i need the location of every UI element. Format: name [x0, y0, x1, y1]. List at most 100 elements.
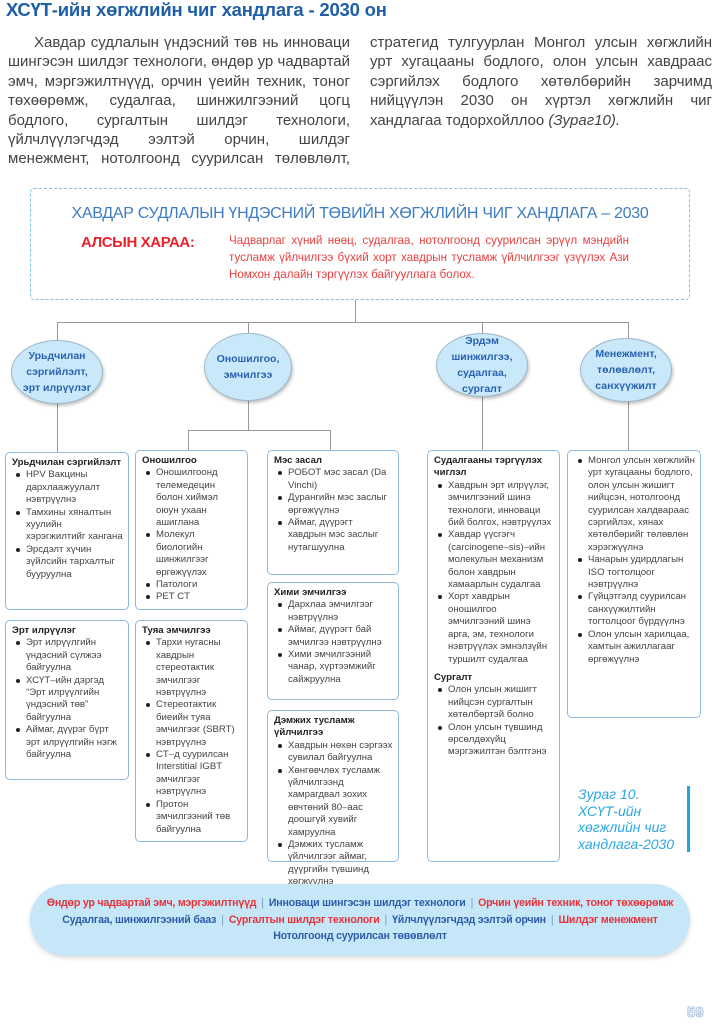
page-title: ХСҮТ-ийн хөгжлийн чиг хандлага - 2030 он — [6, 0, 387, 20]
caption-line: хандлага-2030 — [578, 835, 675, 852]
connector — [57, 322, 629, 323]
list-item: HPV Вакцины дархлаажуулалт нэвтрүүлнэ — [12, 469, 123, 506]
list-item: Эрсдэлт хүчин зүйлсийн тархалтыг бууруул… — [12, 544, 123, 581]
list-item: Тархи нугасны хавдрын стереотактик эмчил… — [142, 637, 242, 699]
pillar-prevention: Урьдчилан сэргийлэлт, эрт илрүүлэг — [11, 340, 103, 404]
list-item: Хорт хавдрын оношилгоо эмчилгээний шинэ … — [434, 591, 554, 665]
list-item: Гүйцэтгэлд суурилсан санхүүжилтийн тогто… — [574, 591, 695, 628]
caption-bar — [687, 786, 690, 852]
list-item: Олон улсын харилцаа, хамтын ажиллагааг ө… — [574, 629, 695, 666]
connector — [188, 430, 189, 450]
value-item: Сургалтын шилдэг технологи — [228, 913, 380, 926]
value-item: Нотолгоонд суурилсан төвөвлөлт — [273, 930, 447, 942]
bullet-list: Хавдрын эрт илрүүлэг, эмчилгээний шинэ т… — [434, 480, 554, 666]
core-values-banner: Өндөр ур чадвартай эмч, мэргэжилтнүүд|Ин… — [30, 884, 690, 956]
value-item: Судалгаа, шинжилгээний бааз — [62, 913, 217, 926]
bullet-list: Эрт илрүүлгийн үндэсний сүлжээ байгуулна… — [12, 637, 123, 761]
list-item: Оношилгоонд телемедецин болон хиймэл оюу… — [142, 467, 242, 529]
box-heading: Судалгааны тэргүүлэх чиглэл — [434, 455, 542, 479]
bullet-list: Оношилгоонд телемедецин болон хиймэл оюу… — [142, 467, 242, 603]
connector — [188, 430, 330, 431]
list-item: Аймаг, дүүрэг бүрт эрт илрүүлгийн нэгж б… — [12, 724, 123, 761]
caption-line: ХСҮТ-ийн — [578, 802, 642, 819]
figure-caption: Зураг 10. ХСҮТ-ийн хөгжлийн чиг хандлага… — [578, 786, 674, 852]
separator: | — [470, 897, 474, 909]
caption-line: хөгжлийн чиг — [578, 819, 667, 835]
box-management: Монгол улсын хөгжлийн урт хугацааны бодл… — [567, 450, 701, 718]
separator: | — [384, 913, 388, 926]
diagram-header-box: ХАВДАР СУДЛАЛЫН ҮНДЭСНИЙ ТӨВИЙН ХӨГЖЛИЙН… — [30, 188, 690, 300]
list-item: Эрт илрүүлгийн үндэсний сүлжээ байгуулна — [12, 637, 123, 674]
list-item: Тамхины хяналтын хуулийн хэрэгжилтийг ха… — [12, 507, 123, 544]
value-item: Инноваци шингэсэн шилдэг технологи — [268, 897, 466, 909]
list-item: Стереотактик биеийн туяа эмчилгээг (SBRT… — [142, 699, 242, 749]
box-heading: Хими эмчилгээ — [274, 587, 347, 598]
list-item: Аймаг, дүүрэгт бай эмчилгээ нэвтрүүлнэ — [274, 624, 393, 649]
connector — [355, 300, 356, 322]
list-item: Хөнгөвчлөх тусламж үйлчилгээнд хамрагдва… — [274, 765, 393, 839]
bullet-list: РОБОТ мэс засал (Da Vinchi)Дурангийн мэс… — [274, 467, 393, 554]
vision-text: Чадварлаг хүний нөөц, судалгаа, нотолгоо… — [229, 234, 629, 281]
list-item: Протон эмчилгээний төв байгуулна — [142, 799, 242, 836]
value-item: Орчин үеийн техник, тоног төхөөрөмж — [478, 897, 674, 909]
box-heading: Дэмжих тусламж үйлчилгээ — [274, 715, 355, 739]
box-heading: Эрт илрүүлэг — [12, 625, 76, 636]
list-item: Чанарын удирдлагын ISO тогтолцоог нэвтрү… — [574, 554, 695, 591]
values-row: Нотолгоонд суурилсан төвөвлөлт — [30, 928, 690, 945]
intro-paragraph: Хавдар судлалын үндэсний төв нь инноваци… — [8, 33, 712, 171]
list-item: Хими эмчилгээний чанар, хүртээмжийг сайж… — [274, 649, 393, 686]
diagram-title: ХАВДАР СУДЛАЛЫН ҮНДЭСНИЙ ТӨВИЙН ХӨГЖЛИЙН… — [71, 205, 649, 222]
values-row: Өндөр ур чадвартай эмч, мэргэжилтнүүд|Ин… — [30, 895, 690, 912]
list-item: Олон улсын жишигт нийцсэн сургалтын хөтө… — [434, 684, 554, 721]
list-item: Дархлаа эмчилгээг нэвтрүүлнэ — [274, 599, 393, 624]
bullet-list: Тархи нугасны хавдрын стереотактик эмчил… — [142, 637, 242, 836]
values-row: Судалгаа, шинжилгээний бааз | Сургалтын ши… — [30, 912, 690, 929]
box-heading: Мэс засал — [274, 455, 323, 466]
value-item: Үйлчлүүлэгчдэд ээлтэй орчин — [392, 913, 546, 926]
separator: | — [550, 913, 554, 926]
bullet-list: Монгол улсын хөгжлийн урт хугацааны бодл… — [574, 455, 695, 666]
pillar-management: Менежмент, төлөвлөлт, санхүүжилт — [580, 338, 672, 402]
list-item: Дэмжих тусламж үйлчилгээг аймаг, дүүргий… — [274, 839, 393, 889]
box-heading: Урьдчилан сэргийлэлт — [12, 457, 122, 468]
list-item: Хавдар үүсгэгч (carcinogene–sis)–ийн мол… — [434, 529, 554, 591]
vision-label: АЛСЫН ХАРАА: — [81, 234, 195, 251]
separator: | — [221, 913, 224, 926]
paragraph-text: Хавдар судлалын үндэсний төв нь инноваци… — [8, 34, 712, 168]
list-item: Хавдрын эрт илрүүлэг, эмчилгээний шинэ т… — [434, 480, 554, 530]
list-item: Молекул биологийн шинжилгээг өргөжүүлэх — [142, 529, 242, 579]
separator: | — [261, 897, 264, 909]
connector — [330, 430, 331, 450]
list-item: Монгол улсын хөгжлийн урт хугацааны бодл… — [574, 455, 695, 554]
list-item: РОБОТ мэс засал (Da Vinchi) — [274, 467, 393, 492]
list-item: ХСҮТ–ийн дэргэд “Эрт илрүүлгийн үндэсний… — [12, 675, 123, 725]
list-item: CT–д суурилсан Interstitial IGBT эмчилгэ… — [142, 749, 242, 799]
list-item: Патологи — [142, 579, 242, 591]
caption-line: Зураг 10. — [578, 786, 640, 802]
list-item: Дурангийн мэс заслыг өргөжүүлнэ — [274, 492, 393, 517]
pillar-research: Эрдэм шинжилгээ, судалгаа, сургалт — [436, 333, 528, 397]
page-number: 59 — [687, 1004, 704, 1022]
box-heading: Туяа эмчилгээ — [142, 625, 211, 636]
box-heading: Сургалт — [434, 671, 473, 683]
list-item: Аймаг, дүүрэгт хавдрын мэс заслыг нутагш… — [274, 517, 393, 554]
list-item: Хавдрын нөхөн сэргээх сувилал байгуулна — [274, 740, 393, 765]
box-heading: Оношилгоо — [142, 455, 197, 466]
pillar-diagnosis: Оношилгоо, эмчилгээ — [204, 333, 292, 401]
figure-reference: (Зураг10). — [548, 111, 620, 129]
value-item: Шилдэг менежмент — [558, 913, 658, 926]
bullet-list: Олон улсын жишигт нийцсэн сургалтын хөтө… — [434, 684, 554, 758]
list-item: Олон улсын түвшинд өрсөлдөхүйц мэргэжилт… — [434, 722, 554, 759]
list-item: PET CT — [142, 591, 242, 603]
